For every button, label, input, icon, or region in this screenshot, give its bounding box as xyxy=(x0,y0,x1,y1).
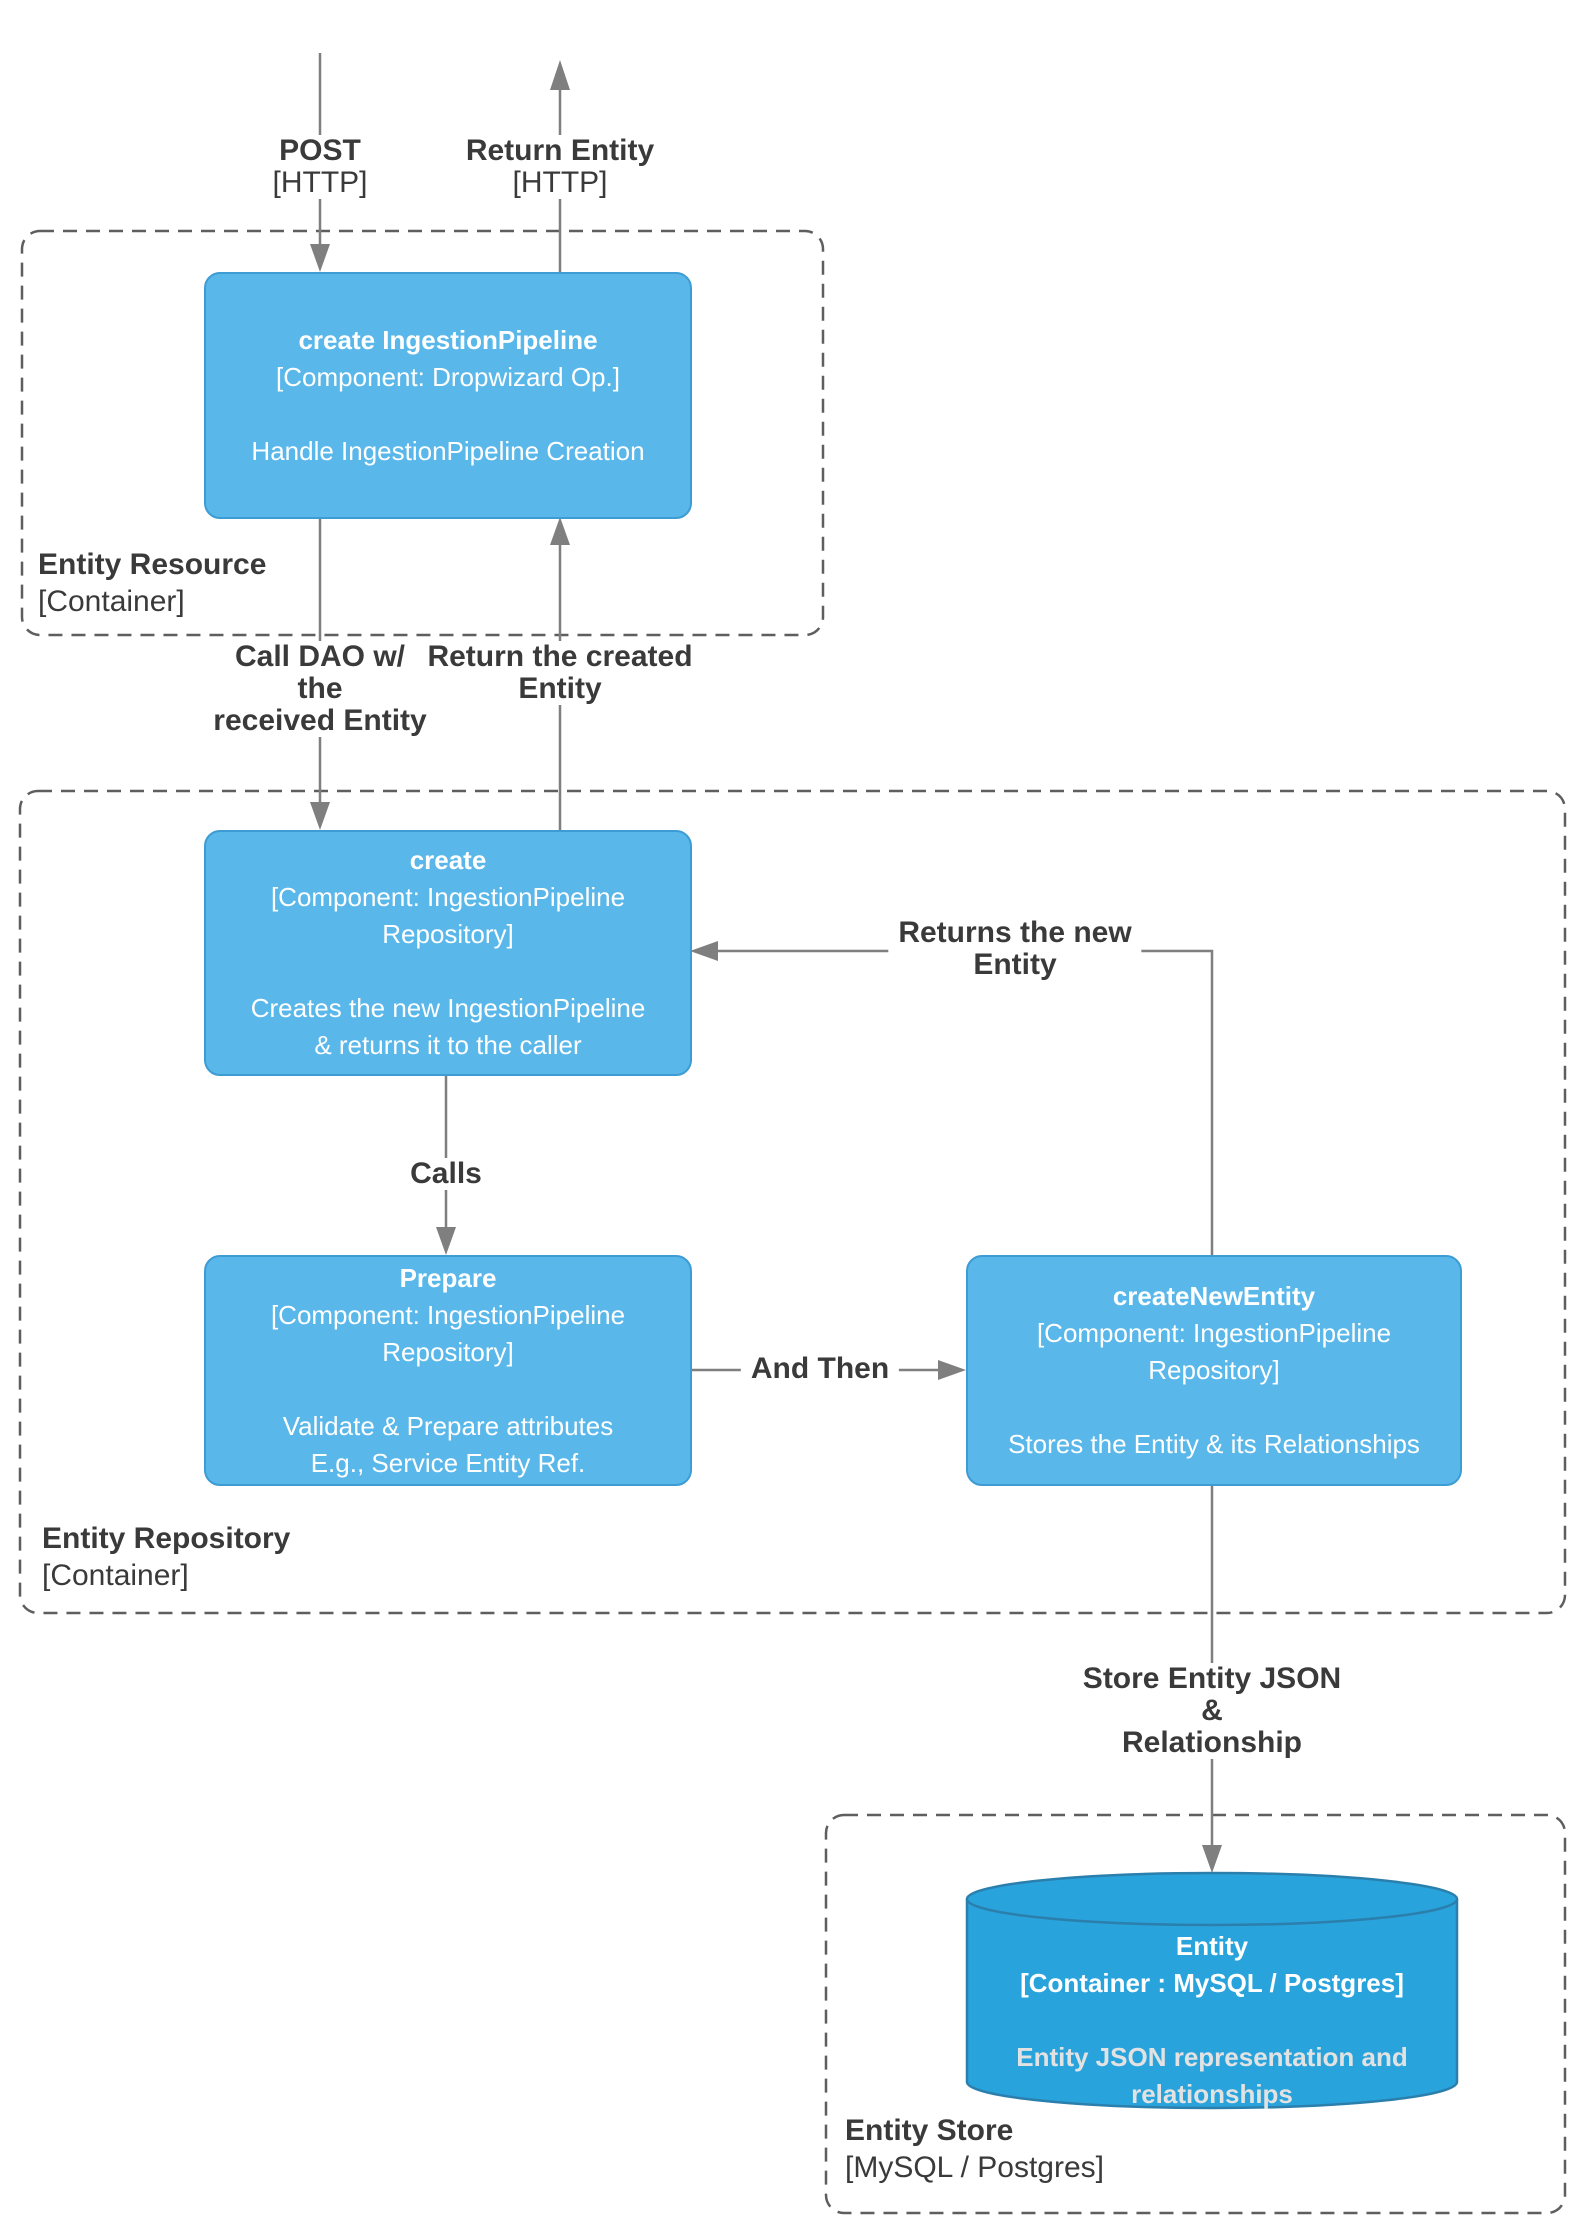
edge-label-line: [HTTP] xyxy=(512,166,608,199)
node-description: Entity JSON representation and xyxy=(1016,2042,1408,2072)
boundary-subtitle: [Container] xyxy=(38,585,185,618)
node-title: Entity xyxy=(1175,1931,1249,1961)
entity-repository-boundary xyxy=(18,789,1567,1615)
node-create-ingestion-pipeline: create IngestionPipeline [Component: Dro… xyxy=(204,272,692,519)
node-description: Handle IngestionPipeline Creation xyxy=(251,435,645,466)
node-entity-db-text: Entity [Container : MySQL / Postgres] En… xyxy=(967,1928,1457,2113)
edge-label-line: the xyxy=(297,672,343,705)
edge-label-line: Return the created xyxy=(427,640,693,673)
returns-new-arrow-line xyxy=(718,949,1214,1255)
edge-label-line: Store Entity JSON xyxy=(1082,1662,1342,1695)
node-prepare: Prepare [Component: IngestionPipeline Re… xyxy=(204,1255,692,1486)
edge-label-line: Entity xyxy=(973,948,1057,981)
node-create: create [Component: IngestionPipeline Rep… xyxy=(204,830,692,1076)
node-meta: Repository] xyxy=(382,919,514,949)
boundary-subtitle: [MySQL / Postgres] xyxy=(845,2151,1104,2184)
return-entity-arrowhead-icon xyxy=(550,60,570,90)
edge-label-line: Relationship xyxy=(1121,1726,1303,1759)
edge-label-line: Calls xyxy=(410,1157,482,1190)
node-description: & returns it to the caller xyxy=(314,1030,582,1060)
entity-resource-boundary xyxy=(20,229,825,637)
node-meta: [Component: Dropwizard Op.] xyxy=(276,361,620,392)
node-meta: [Component: IngestionPipeline xyxy=(270,882,626,912)
entity-repository-label: Entity Repository [Container] xyxy=(42,1520,290,1594)
edge-label-line: Returns the new xyxy=(898,916,1132,949)
entity-store-label: Entity Store [MySQL / Postgres] xyxy=(845,2112,1104,2186)
edge-label-return-created: Return the created Entity xyxy=(417,640,703,705)
node-title: create IngestionPipeline xyxy=(298,324,598,355)
node-meta: Repository] xyxy=(1148,1355,1280,1385)
boundary-title: Entity Repository xyxy=(42,1522,291,1555)
edge-label-return-entity: Return Entity [HTTP] xyxy=(455,134,665,199)
node-title: create xyxy=(409,845,487,875)
node-meta: [Component: IngestionPipeline xyxy=(270,1299,626,1330)
edge-label-returns-new: Returns the new Entity xyxy=(888,916,1142,981)
edge-label-line: & xyxy=(1201,1694,1223,1727)
node-description: E.g., Service Entity Ref. xyxy=(310,1447,586,1478)
node-description: relationships xyxy=(1131,2079,1293,2109)
edge-label-line: Return Entity xyxy=(465,134,655,167)
boundary-subtitle: [Container] xyxy=(42,1559,189,1592)
edge-label-call-dao: Call DAO w/ the received Entity xyxy=(203,640,437,737)
call-dao-arrowhead-icon xyxy=(310,802,330,830)
edge-label-store-json: Store Entity JSON & Relationship xyxy=(1072,1662,1352,1759)
node-description: Validate & Prepare attributes xyxy=(282,1410,614,1441)
node-meta: [Component: IngestionPipeline xyxy=(1036,1318,1392,1348)
return-created-arrowhead-icon xyxy=(550,517,570,545)
entity-store-boundary xyxy=(824,1813,1567,2215)
boundary-title: Entity Store xyxy=(845,2114,1014,2147)
edge-label-line: Entity xyxy=(518,672,602,705)
edge-label-line: Call DAO w/ xyxy=(234,640,406,673)
and-then-arrowhead-icon xyxy=(938,1360,966,1380)
edge-label-line: POST xyxy=(279,134,361,167)
entity-db-cylinder-body xyxy=(965,1899,1459,2110)
edge-label-line: [HTTP] xyxy=(272,166,368,199)
node-description: Stores the Entity & its Relationships xyxy=(1008,1429,1420,1459)
node-meta: [Container : MySQL / Postgres] xyxy=(1020,1968,1404,1998)
post-arrowhead-icon xyxy=(310,244,330,272)
returns-new-arrowhead-icon xyxy=(690,941,718,961)
node-title: Prepare xyxy=(399,1262,497,1293)
edge-label-calls: Calls xyxy=(400,1158,492,1190)
edge-label-post: POST [HTTP] xyxy=(262,134,378,199)
node-text-spacer xyxy=(967,2002,1457,2039)
entity-resource-label: Entity Resource [Container] xyxy=(38,546,266,620)
store-json-arrowhead-icon xyxy=(1202,1845,1222,1873)
node-create-new-entity: createNewEntity [Component: IngestionPip… xyxy=(966,1255,1462,1486)
node-meta: Repository] xyxy=(382,1336,514,1367)
boundary-title: Entity Resource xyxy=(38,548,267,581)
entity-db-cylinder-top xyxy=(965,1871,1459,1927)
edge-label-line: And Then xyxy=(750,1352,890,1385)
node-description: Creates the new IngestionPipeline xyxy=(250,993,646,1023)
edge-label-line: received Entity xyxy=(213,704,427,737)
calls-arrowhead-icon xyxy=(436,1227,456,1255)
edge-label-and-then: And Then xyxy=(740,1352,900,1385)
node-title: createNewEntity xyxy=(1112,1281,1316,1311)
